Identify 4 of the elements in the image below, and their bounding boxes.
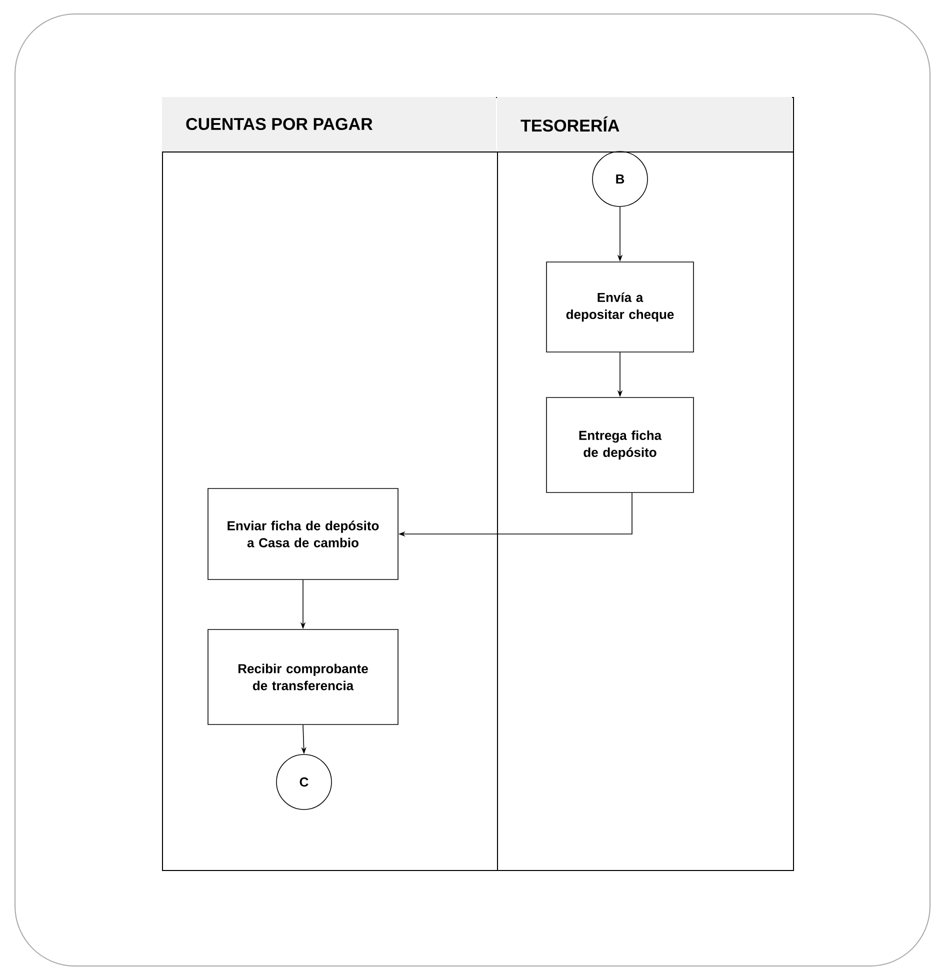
process-box: Envía a depositar cheque [546, 262, 694, 352]
process-box: Entrega ficha de depósito [546, 397, 694, 493]
process-box: Enviar ficha de depósito a Casa de cambio [208, 488, 398, 580]
process-box: Recibir comprobante de transferencia [208, 629, 398, 725]
